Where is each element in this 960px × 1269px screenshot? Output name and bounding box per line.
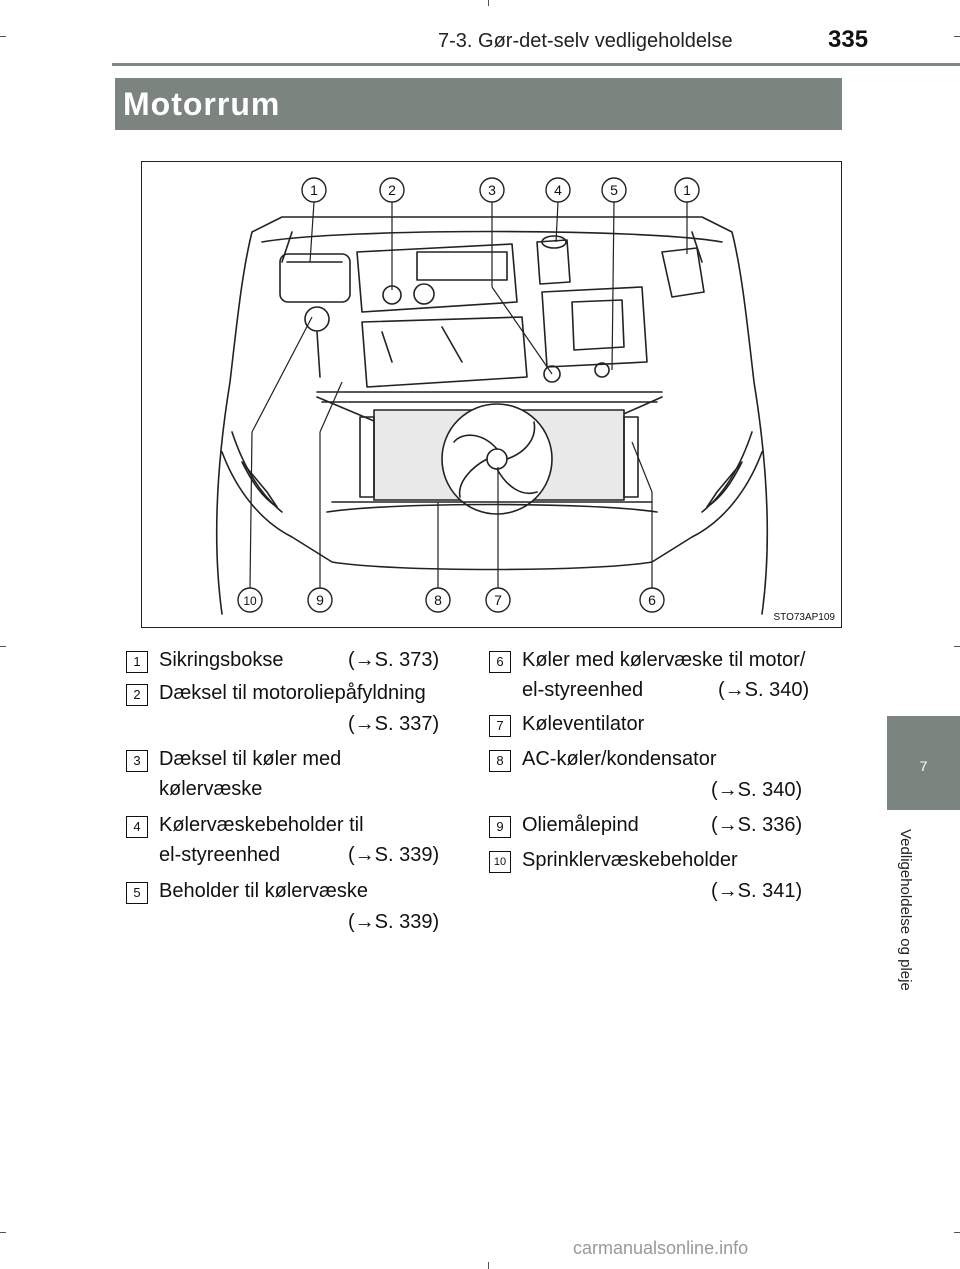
legend-number: 10 [489, 851, 511, 873]
engine-compartment-figure: 1 2 3 4 5 1 10 9 8 7 6 STO73AP109 [141, 161, 842, 628]
callout-7: 7 [494, 592, 502, 608]
legend-item-6: 6 Køler med kølervæske til motor/ el-sty… [489, 645, 839, 705]
watermark: carmanualsonline.info [573, 1238, 749, 1258]
callout-3: 3 [488, 182, 496, 198]
legend-label: Kølervæskebeholder til [159, 814, 364, 836]
legend-item-5: 5 Beholder til kølervæske (→S. 339) [126, 876, 466, 936]
legend-item-1: 1 Sikringsbokse (→S. 373) [126, 645, 466, 675]
crop-mark [0, 36, 6, 37]
legend-item-8: 8 AC-køler/kondensator (→S. 340) [489, 744, 839, 804]
page-reference: (→S. 341) [711, 880, 803, 902]
chapter-tab: 7 [887, 716, 960, 810]
legend-number: 5 [126, 882, 148, 904]
legend-item-3: 3 Dæksel til køler med kølervæske [126, 744, 466, 804]
callout-1-top-right: 1 [683, 182, 691, 198]
section-title: Motorrum [123, 86, 281, 122]
legend-number: 4 [126, 816, 148, 838]
legend-label: Sikringsbokse [159, 649, 284, 671]
callout-4: 4 [554, 182, 562, 198]
callout-5: 5 [610, 182, 618, 198]
page-reference: (→S. 339) [348, 911, 440, 933]
page-reference: (→S. 337) [348, 713, 440, 735]
crop-mark [488, 1262, 489, 1269]
legend-number: 8 [489, 750, 511, 772]
legend-label: Beholder til kølervæske [159, 880, 368, 902]
chapter-heading: 7-3. Gør-det-selv vedligeholdelse [438, 30, 733, 52]
crop-mark [0, 1232, 6, 1233]
crop-mark [0, 646, 6, 647]
header-rule [112, 63, 960, 66]
legend-label: AC-køler/kondensator [522, 748, 717, 770]
legend-number: 2 [126, 684, 148, 706]
figure-code: STO73AP109 [773, 612, 835, 623]
legend-item-10: 10 Sprinklervæskebeholder (→S. 341) [489, 845, 839, 905]
legend-label: Oliemålepind [522, 814, 639, 836]
crop-mark [954, 1232, 960, 1233]
chapter-tab-label: Vedligeholdelse og pleje [888, 829, 924, 1059]
legend-item-2: 2 Dæksel til motoroliepåfyldning (→S. 33… [126, 678, 466, 738]
legend-number: 1 [126, 651, 148, 673]
page-reference: (→S. 339) [348, 844, 440, 866]
legend-label: Køler med kølervæske til motor/ [522, 649, 806, 671]
legend-number: 9 [489, 816, 511, 838]
callout-8: 8 [434, 592, 442, 608]
callout-6: 6 [648, 592, 656, 608]
legend-item-9: 9 Oliemålepind (→S. 336) [489, 810, 839, 840]
legend-number: 7 [489, 715, 511, 737]
page-number: 335 [828, 26, 869, 53]
callout-1-top-left: 1 [310, 182, 318, 198]
page-reference: (→S. 373) [348, 649, 440, 671]
legend-number: 6 [489, 651, 511, 673]
legend-label-continued: el-styreenhed [522, 679, 644, 701]
legend-label: Køleventilator [522, 713, 645, 735]
legend-label: Dæksel til køler med [159, 748, 342, 770]
legend-number: 3 [126, 750, 148, 772]
page-reference: (→S. 340) [711, 779, 803, 801]
legend-label: Dæksel til motoroliepåfyldning [159, 682, 426, 704]
callout-9: 9 [316, 592, 324, 608]
engine-compartment-illustration: 1 2 3 4 5 1 10 9 8 7 6 [215, 177, 769, 615]
legend-label: Sprinklervæskebeholder [522, 849, 738, 871]
crop-mark [488, 0, 489, 6]
section-title-bar: Motorrum [115, 78, 842, 130]
chapter-tab-number: 7 [919, 758, 928, 774]
legend-item-7: 7 Køleventilator [489, 709, 839, 739]
crop-mark [954, 36, 960, 37]
page-reference: (→S. 336) [711, 814, 803, 836]
chapter-tab-label-text: Vedligeholdelse og pleje [897, 829, 914, 991]
page-reference: (→S. 340) [718, 679, 810, 701]
legend-item-4: 4 Kølervæskebeholder til el-styreenhed (… [126, 810, 466, 870]
callout-10: 10 [243, 594, 257, 608]
legend-label-continued: kølervæske [159, 778, 263, 800]
crop-mark [954, 646, 960, 647]
callout-2: 2 [388, 182, 396, 198]
legend-label-continued: el-styreenhed [159, 844, 281, 866]
